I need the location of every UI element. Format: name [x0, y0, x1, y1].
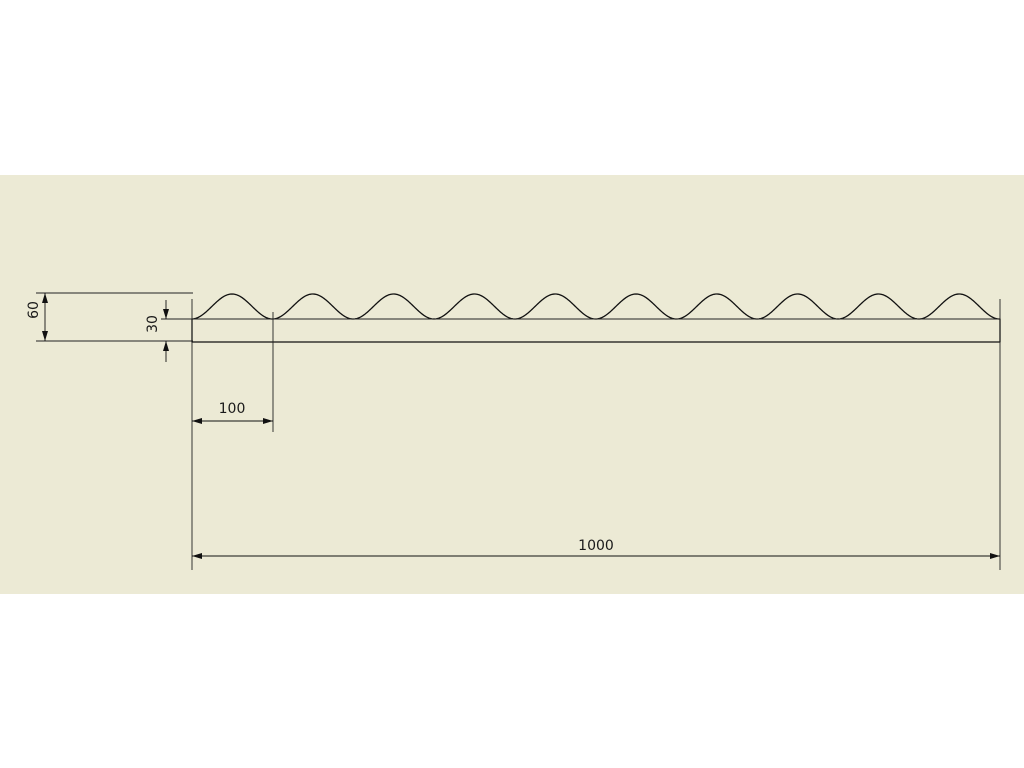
extension-lines — [36, 292, 1001, 570]
dimension-label-30: 30 — [145, 315, 161, 333]
dimension-wave-pitch — [192, 418, 273, 424]
drawing-sheet — [0, 175, 1024, 594]
dimension-wave-amplitude — [163, 300, 169, 362]
dimension-total-height — [42, 293, 48, 341]
corrugated-sheet-profile — [191, 293, 1001, 343]
dimension-label-1000: 1000 — [578, 538, 614, 554]
dimension-label-60: 60 — [26, 301, 42, 319]
dimension-label-100: 100 — [219, 401, 246, 417]
dimension-total-length — [192, 553, 1000, 559]
